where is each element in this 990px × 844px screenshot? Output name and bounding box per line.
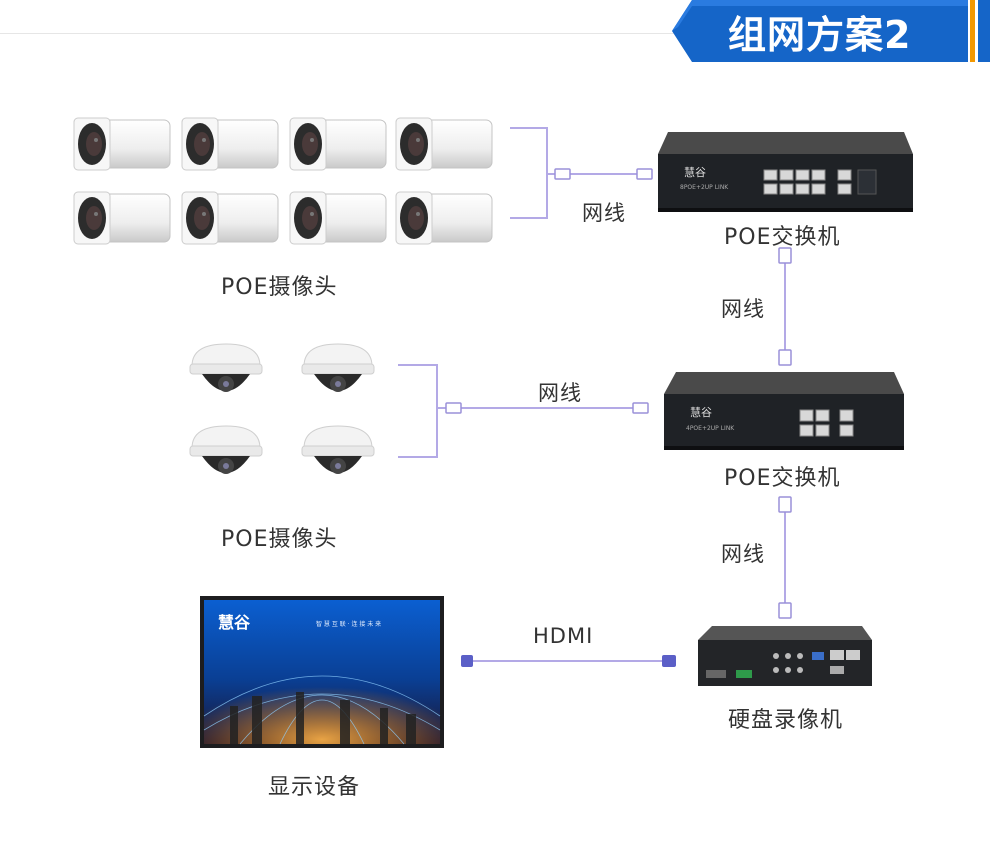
bullet-camera-4 [395,117,493,171]
poe-switch-top: 慧谷 8POE+2UP LINK [658,132,913,212]
cable-label-dome: 网线 [538,381,582,405]
bullet-camera-1 [73,117,171,171]
bullet-camera-8 [395,191,493,245]
bullet-cameras-label: POE摄像头 [221,275,338,300]
display-label: 显示设备 [268,775,361,800]
switch-top-brand: 慧谷 [684,165,706,179]
bullet-camera-7 [289,191,387,245]
switch-mid-label: POE交换机 [724,466,841,491]
nvr-device [698,626,872,686]
switch-mid-panel-text: 4POE+2UP LINK [686,425,735,432]
dome-camera-3 [189,425,263,475]
header-divider [0,33,690,34]
switch-top-panel-text: 8POE+2UP LINK [680,184,729,191]
switch-mid-brand: 慧谷 [690,405,712,419]
cable-label-nvr: 网线 [721,542,765,566]
bullet-camera-2 [181,117,279,171]
display-brand: 慧谷 [218,613,251,632]
dome-camera-2 [301,343,375,393]
bullet-camera-3 [289,117,387,171]
display-device: 慧谷 智 慧 互 联 · 连 接 未 来 [200,596,444,748]
dome-camera-4 [301,425,375,475]
switch-top-label: POE交换机 [724,225,841,250]
nvr-label: 硬盘录像机 [728,708,844,733]
cable-label-bullet: 网线 [582,201,626,225]
poe-switch-mid: 慧谷 4POE+2UP LINK [664,372,904,450]
dome-cameras-label: POE摄像头 [221,527,338,552]
dome-camera-1 [189,343,263,393]
cable-label-switch-link: 网线 [721,297,765,321]
bullet-cameras-group [73,117,493,245]
bullet-camera-6 [181,191,279,245]
page-title: 组网方案2 [728,13,912,57]
display-slogan: 智 慧 互 联 · 连 接 未 来 [316,620,381,628]
title-banner [672,0,990,62]
cable-label-hdmi: HDMI [533,624,594,648]
dome-cameras-group [189,343,375,475]
bullet-camera-5 [73,191,171,245]
